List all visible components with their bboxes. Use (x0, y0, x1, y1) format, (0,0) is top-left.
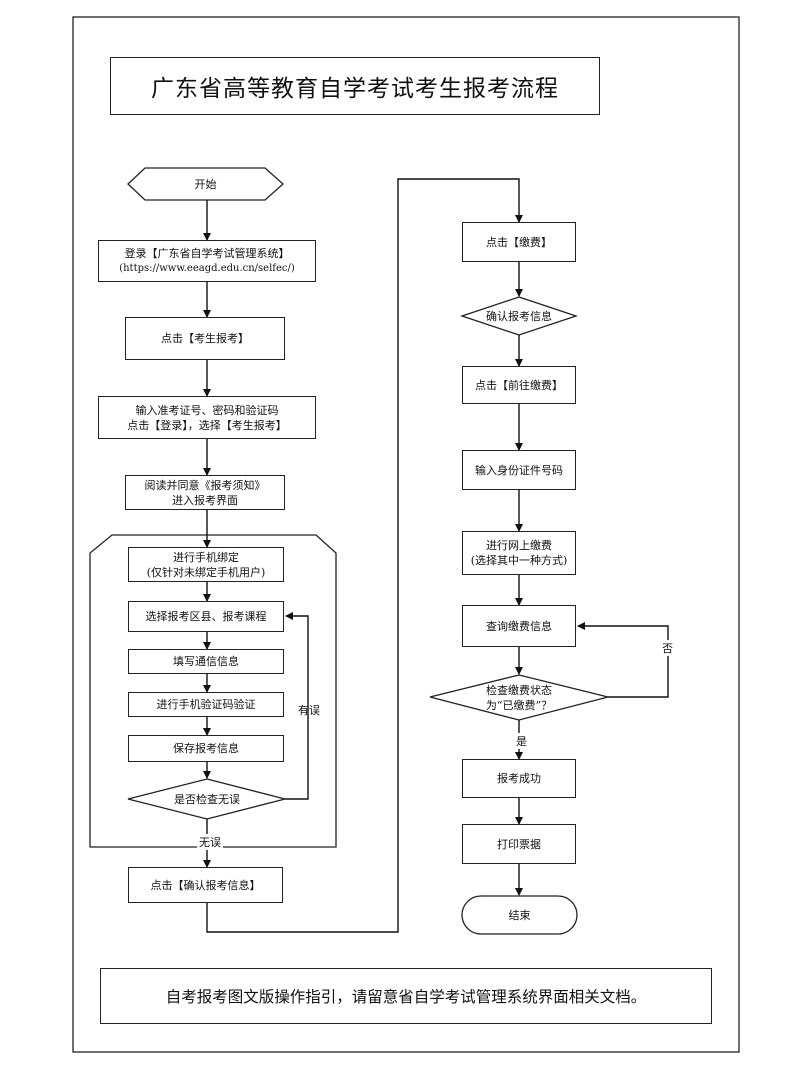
page-title: 广东省高等教育自学考试考生报考流程 (110, 57, 600, 115)
login-step-line1: 登录【广东省自学考试管理系统】 (124, 247, 290, 260)
read-notice-step: 阅读并同意《报考须知》 进入报考界面 (125, 475, 285, 510)
click-apply-step: 点击【考生报考】 (125, 317, 285, 360)
payment-status-label: 检查缴费状态 为“已缴费”？ (460, 682, 578, 714)
input-step-line1: 输入准考证号、密码和验证码 (135, 403, 279, 417)
save-info-step: 保存报考信息 (128, 735, 284, 762)
success-step: 报考成功 (462, 759, 576, 798)
sms-verify-step: 进行手机验证码验证 (128, 692, 284, 717)
bind-phone-step: 进行手机绑定 (仅针对未绑定手机用户) (128, 547, 284, 582)
left-connectors (203, 178, 523, 933)
loop-frame (89, 534, 337, 848)
click-pay-step: 点击【缴费】 (462, 222, 576, 262)
end-label: 结束 (508, 908, 531, 922)
input-step-line2: 点击【登录】，选择【考生报考】 (127, 418, 287, 432)
online-pay-step: 进行网上缴费 (选择其中一种方式) (462, 531, 576, 575)
right-connectors (515, 262, 669, 896)
confirm-info-diamond-label: 确认报考信息 (486, 309, 552, 323)
bind-step-line2: (仅针对未绑定手机用户) (146, 565, 266, 579)
end-terminal (461, 895, 578, 935)
error-branch-label: 有误 (298, 704, 320, 717)
payment-status-line1: 检查缴费状态 (486, 684, 552, 697)
query-pay-step: 查询缴费信息 (462, 605, 576, 647)
login-step: 登录【广东省自学考试管理系统】 (https://www.eeagd.edu.c… (98, 240, 316, 282)
payment-status-line2: 为“已缴费”？ (485, 699, 553, 712)
start-label: 开始 (194, 177, 217, 191)
read-step-line2: 进入报考界面 (172, 493, 238, 507)
confirm-apply-step: 点击【确认报考信息】 (128, 867, 283, 903)
online-pay-line1: 进行网上缴费 (486, 539, 552, 552)
fill-contact-step: 填写通信信息 (128, 649, 284, 674)
footer-note: 自考报考图文版操作指引，请留意省自学考试管理系统界面相关文档。 (100, 968, 712, 1024)
bind-step-line1: 进行手机绑定 (173, 550, 239, 564)
read-step-line1: 阅读并同意《报考须知》 (144, 478, 266, 492)
go-pay-step: 点击【前往缴费】 (462, 366, 576, 404)
online-pay-line2: (选择其中一种方式) (470, 554, 568, 567)
check-decision-label: 是否检查无误 (174, 792, 240, 806)
input-id-step: 输入身份证件号码 (462, 450, 576, 490)
no-branch-label: 否 (662, 640, 673, 656)
outer-frame (72, 16, 740, 1053)
login-step-url: (https://www.eeagd.edu.cn/selfec/) (119, 263, 295, 274)
select-courses-step: 选择报考区县、报考课程 (128, 601, 284, 632)
start-terminal (127, 167, 284, 201)
yes-branch-label: 是 (514, 733, 529, 749)
ok-branch-label: 无误 (197, 834, 223, 850)
print-ticket-step: 打印票据 (462, 824, 576, 864)
input-credentials-step: 输入准考证号、密码和验证码 点击【登录】，选择【考生报考】 (98, 396, 316, 439)
